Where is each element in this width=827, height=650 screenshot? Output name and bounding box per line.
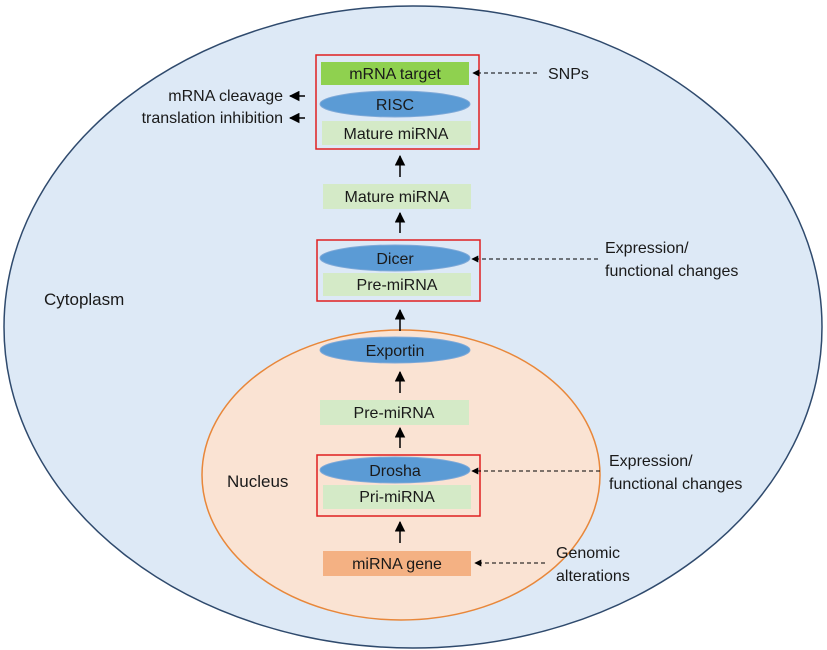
pre-mirna-nucleus-box bbox=[320, 400, 469, 425]
exportin-label: Exportin bbox=[366, 343, 425, 360]
outcome-inhibition-label: translation inhibition bbox=[142, 110, 283, 127]
drosha-protein bbox=[319, 456, 471, 484]
dicer-changes-label-2: functional changes bbox=[605, 263, 738, 280]
pre-mirna-cyto-box bbox=[323, 273, 471, 296]
mrna-target-label: mRNA target bbox=[349, 66, 441, 83]
mature-mirna-label: Mature miRNA bbox=[345, 189, 450, 206]
drosha-label: Drosha bbox=[369, 463, 421, 480]
nucleus-label: Nucleus bbox=[227, 472, 288, 491]
dicer-label: Dicer bbox=[376, 251, 414, 268]
mature-mirna-risc-box bbox=[322, 121, 471, 145]
risc-label: RISC bbox=[376, 97, 414, 114]
mature-mirna-risc-label: Mature miRNA bbox=[344, 126, 449, 143]
genomic-label-2: alterations bbox=[556, 568, 630, 585]
risc-highlight-box bbox=[315, 54, 480, 150]
risc-protein bbox=[319, 90, 471, 118]
pre-mirna-cyto-label: Pre-miRNA bbox=[357, 277, 438, 294]
genomic-label-1: Genomic bbox=[556, 545, 620, 562]
snps-label: SNPs bbox=[548, 66, 589, 83]
mature-mirna-box bbox=[323, 184, 471, 209]
pri-mirna-box bbox=[323, 485, 471, 509]
cytoplasm-label: Cytoplasm bbox=[44, 290, 124, 309]
drosha-changes-label-1: Expression/ bbox=[609, 453, 693, 470]
exportin-protein bbox=[319, 336, 471, 364]
dicer-changes-label-1: Expression/ bbox=[605, 240, 689, 257]
mirna-gene-box bbox=[323, 551, 471, 576]
mrna-target-box bbox=[321, 62, 469, 85]
drosha-changes-label-2: functional changes bbox=[609, 476, 742, 493]
pri-mirna-label: Pri-miRNA bbox=[359, 489, 435, 506]
mirna-gene-label: miRNA gene bbox=[352, 556, 442, 573]
pre-mirna-nucleus-label: Pre-miRNA bbox=[354, 405, 435, 422]
dicer-highlight-box bbox=[316, 239, 481, 302]
dicer-protein bbox=[319, 244, 471, 272]
drosha-highlight-box bbox=[316, 454, 481, 517]
outcome-cleavage-label: mRNA cleavage bbox=[168, 88, 283, 105]
